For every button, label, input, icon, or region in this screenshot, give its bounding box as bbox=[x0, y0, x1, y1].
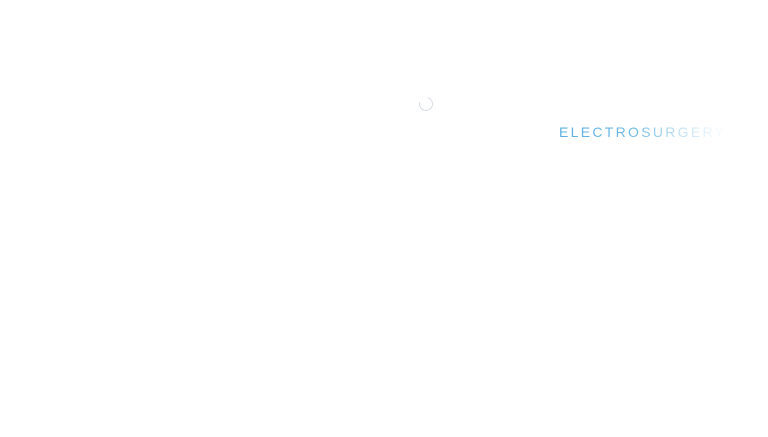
brand-text: ELECTROSURGERY bbox=[559, 124, 727, 140]
loading-spinner-icon bbox=[416, 94, 436, 114]
